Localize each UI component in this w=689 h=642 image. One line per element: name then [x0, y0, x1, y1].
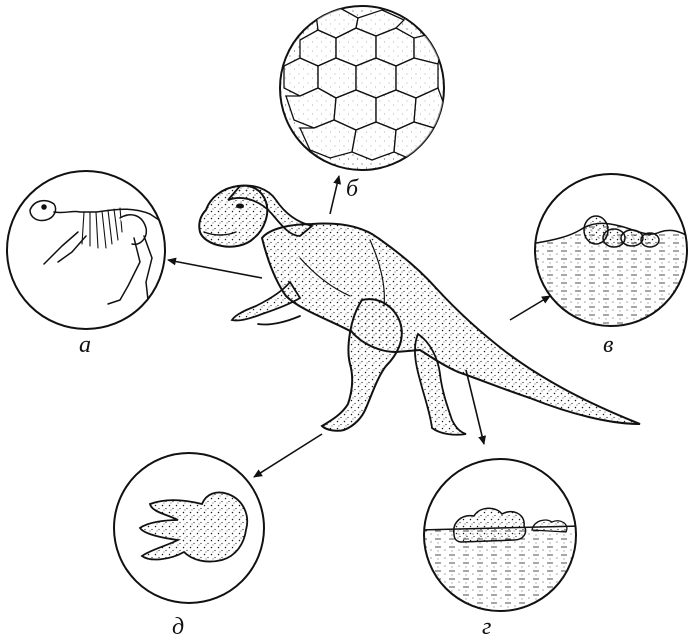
label-a: а	[79, 332, 91, 358]
panel-v	[530, 174, 689, 330]
label-b: б	[346, 176, 359, 202]
arrow-to-v	[510, 296, 550, 320]
panel-a	[7, 171, 168, 329]
panel-d	[114, 453, 264, 603]
arrow-to-d	[254, 434, 322, 477]
footprint-icon	[140, 492, 247, 561]
label-g: г	[482, 614, 491, 640]
dinosaur-eye	[236, 204, 244, 209]
panel-g	[420, 459, 580, 620]
label-v: в	[603, 332, 613, 358]
dinosaur-front-arm	[232, 282, 300, 321]
dinosaur-head	[199, 186, 267, 247]
panel-b	[278, 4, 448, 174]
arrow-to-a	[168, 260, 262, 278]
arrow-to-b	[330, 176, 339, 214]
label-d: д	[172, 614, 184, 640]
